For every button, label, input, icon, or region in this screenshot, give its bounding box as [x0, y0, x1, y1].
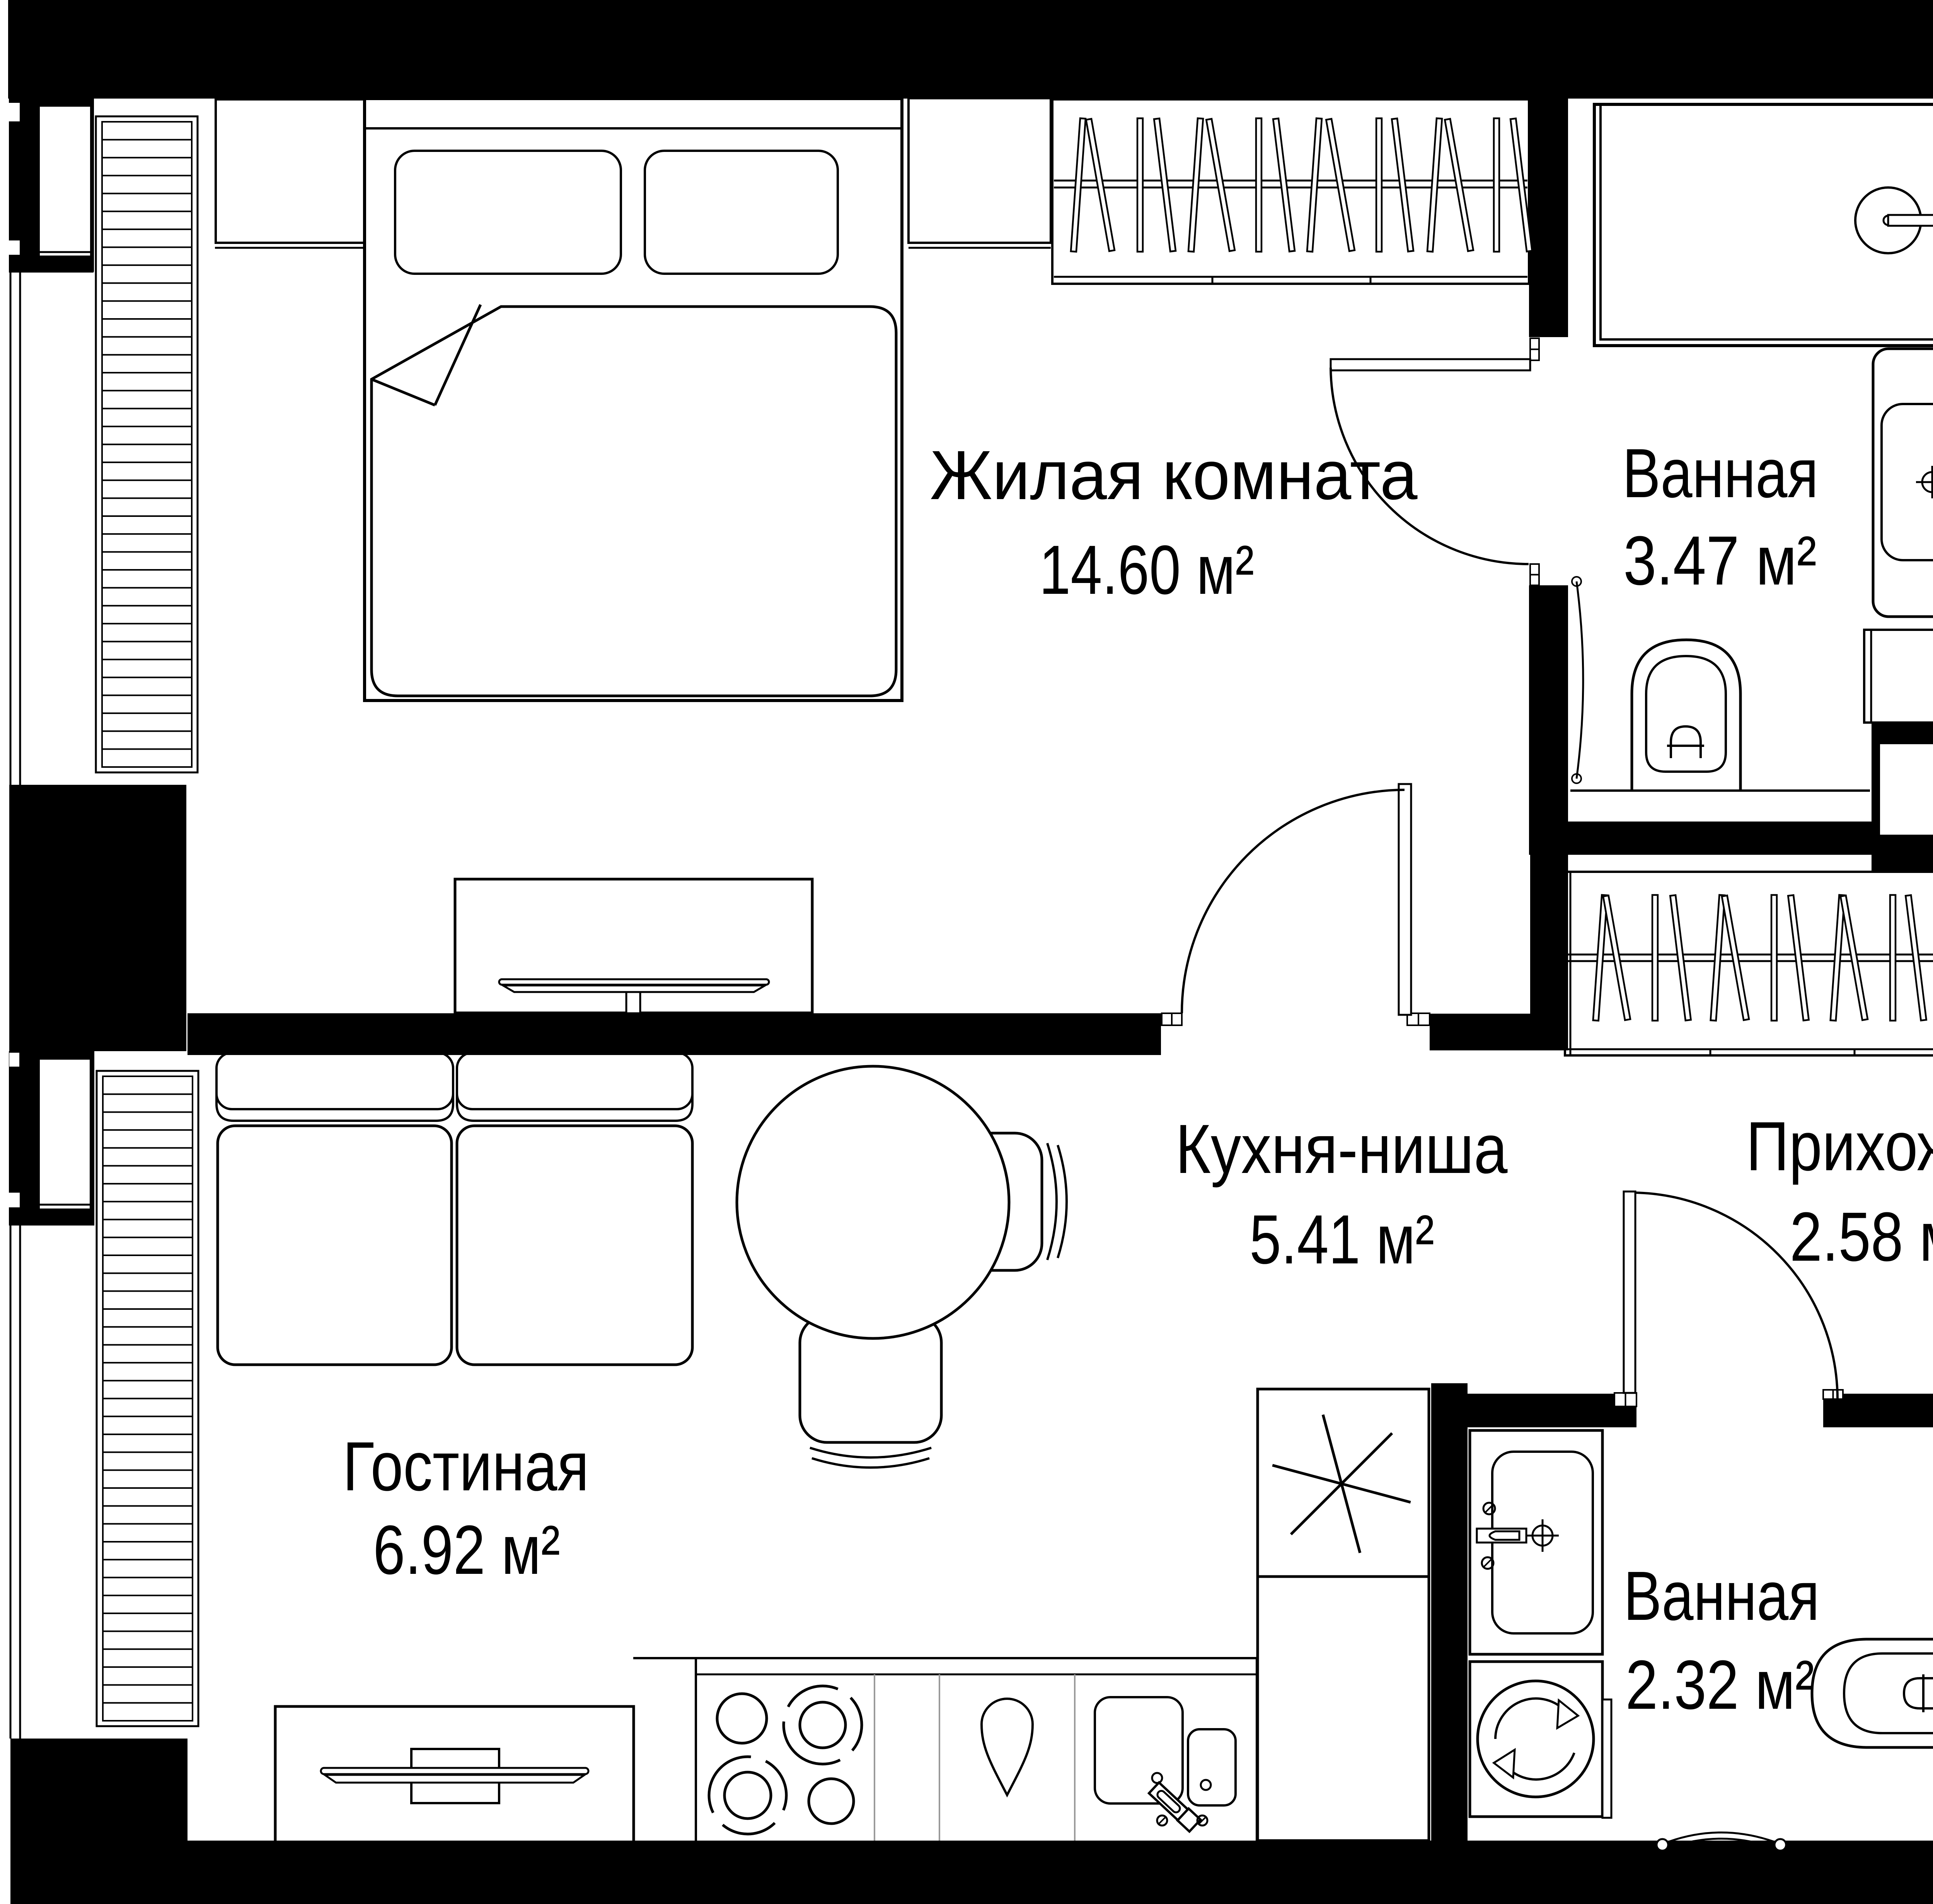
svg-text:14.60 м²: 14.60 м²: [1039, 531, 1254, 609]
svg-text:5.41 м²: 5.41 м²: [1249, 1201, 1434, 1278]
svg-text:Кухня-ниша: Кухня-ниша: [1176, 1110, 1508, 1188]
svg-text:6.92 м²: 6.92 м²: [373, 1511, 560, 1589]
svg-text:Ванная: Ванная: [1624, 1557, 1820, 1635]
svg-text:Жилая комната: Жилая комната: [930, 436, 1418, 514]
svg-text:Прихожая: Прихожая: [1746, 1108, 1933, 1185]
svg-text:Гостиная: Гостиная: [343, 1428, 589, 1505]
svg-text:2.32 м²: 2.32 м²: [1626, 1646, 1815, 1724]
svg-text:2.58 м²: 2.58 м²: [1790, 1198, 1933, 1276]
svg-text:3.47 м²: 3.47 м²: [1623, 522, 1817, 600]
svg-text:Ванная: Ванная: [1623, 435, 1819, 512]
